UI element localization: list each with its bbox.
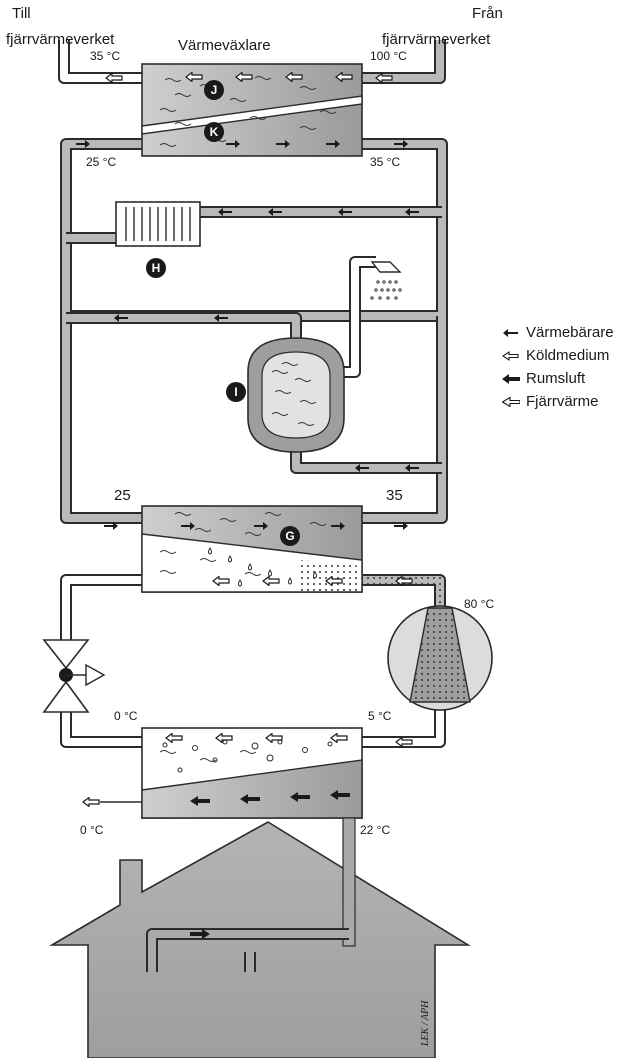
label-fran-2: fjärrvärmeverket	[382, 31, 491, 48]
legend-item-koldmedium: Köldmedium	[502, 347, 609, 364]
credit-text: LEK / APH	[420, 1000, 431, 1047]
heat-exchanger	[76, 63, 408, 157]
svg-text:I: I	[234, 385, 237, 399]
legend-label: Rumsluft	[526, 370, 586, 387]
expansion-valve	[42, 639, 106, 713]
small-black-arrow-icon	[503, 328, 518, 337]
hollow-wide-arrow-icon	[502, 396, 520, 407]
legend-item-varmebarare: Värmebärare	[502, 324, 614, 341]
legend-label: Värmebärare	[526, 324, 614, 341]
refrigerant-pipes	[60, 574, 446, 748]
svg-text:H: H	[152, 261, 161, 275]
svg-text:G: G	[285, 529, 294, 543]
label-till: Till	[12, 5, 31, 22]
temp-evap-left: 0 °C	[114, 709, 138, 723]
temp-room: 22 °C	[360, 823, 390, 837]
legend-label: Fjärrvärme	[526, 393, 599, 410]
badge-g: G	[280, 526, 300, 546]
badge-k: K	[204, 122, 224, 142]
badge-j: J	[204, 80, 224, 100]
temp-g-left: 25	[114, 487, 131, 504]
legend-item-fjarrvarme: Fjärrvärme	[502, 393, 599, 410]
temp-top-left: 35 °C	[90, 49, 120, 63]
house	[49, 817, 471, 1058]
temp-evap-right: 5 °C	[368, 709, 392, 723]
badge-h: H	[146, 258, 166, 278]
svg-text:K: K	[210, 125, 219, 139]
label-fran: Från	[472, 5, 503, 22]
evaporator	[82, 727, 413, 819]
label-heat-exchanger: Värmeväxlare	[178, 37, 271, 54]
heating-circuit-pipes	[60, 138, 448, 524]
temp-g-right: 35	[386, 487, 403, 504]
hollow-arrow-icon	[502, 350, 519, 361]
badge-i: I	[226, 382, 246, 402]
shower-icon	[370, 261, 402, 300]
temp-top-right: 100 °C	[370, 49, 407, 63]
hot-water-tank	[114, 314, 419, 472]
condenser	[104, 505, 413, 593]
temp-k-left: 25 °C	[86, 155, 116, 169]
radiator	[115, 201, 419, 247]
temp-compressor: 80 °C	[464, 597, 494, 611]
legend-label: Köldmedium	[526, 347, 610, 364]
svg-text:J: J	[211, 83, 218, 97]
temp-exhaust: 0 °C	[80, 823, 104, 837]
label-till-2: fjärrvärmeverket	[6, 31, 115, 48]
legend-item-rumsluft: Rumsluft	[502, 370, 585, 387]
compressor	[387, 605, 493, 711]
large-black-arrow-icon	[502, 373, 520, 384]
temp-k-right: 35 °C	[370, 155, 400, 169]
